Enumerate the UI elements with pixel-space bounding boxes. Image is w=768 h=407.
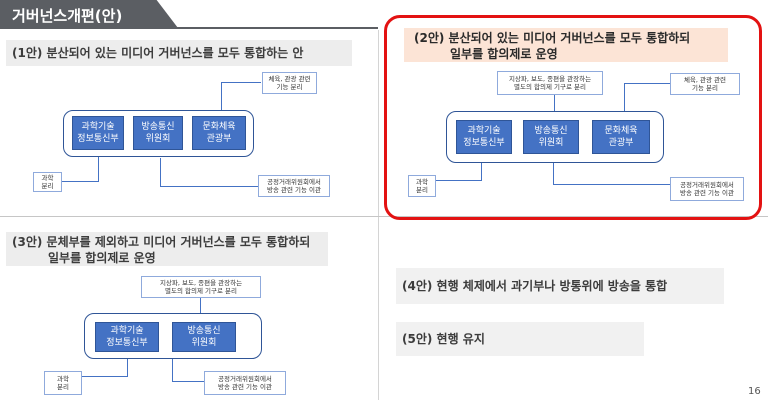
option3-heading-line1: (3안) 문체부를 제외하고 미디어 거버넌스를 모두 통합하되: [12, 235, 311, 249]
title-underline: [0, 27, 378, 29]
page-title: 거버넌스개편(안): [0, 0, 178, 28]
connector-ftc-note: [553, 163, 670, 185]
option3-heading-line2: 일부를 합의제로 운영: [48, 251, 156, 265]
option3-heading: (3안) 문체부를 제외하고 미디어 거버넌스를 모두 통합하되 일부를 합의제…: [6, 232, 328, 266]
option2-heading: (2안) 분산되어 있는 미디어 거버넌스를 모두 통합하되 일부를 합의제로 …: [404, 28, 728, 62]
connector-science-horiz: [436, 180, 482, 181]
connector-council-note: [200, 298, 201, 313]
highlight-frame: [384, 15, 762, 220]
connector-science-vert: [481, 163, 482, 180]
connector-ftc-note: [172, 358, 204, 382]
connector-culture-note: [624, 83, 670, 120]
option4-heading: (4안) 현행 체제에서 과기부나 방통위에 방송을 통합: [396, 268, 724, 304]
page-number: 16: [748, 386, 761, 397]
horizontal-divider: [0, 216, 768, 217]
connector-science-horiz: [82, 376, 128, 377]
connector-science-horiz: [62, 181, 99, 182]
option2-heading-line2: 일부를 합의제로 운영: [450, 47, 558, 61]
option5-heading: (5안) 현행 유지: [396, 322, 644, 356]
connector-science-vert: [98, 157, 99, 181]
option2-heading-line1: (2안) 분산되어 있는 미디어 거버넌스를 모두 통합하되: [414, 31, 691, 45]
connector-science-vert: [127, 358, 128, 376]
option1-heading: (1안) 분산되어 있는 미디어 거버넌스를 모두 통합하는 안: [6, 40, 352, 66]
connector-council-note: [554, 95, 555, 111]
connector-culture-note: [221, 82, 261, 112]
vertical-divider: [378, 30, 379, 400]
connector-ftc-note: [160, 158, 258, 187]
